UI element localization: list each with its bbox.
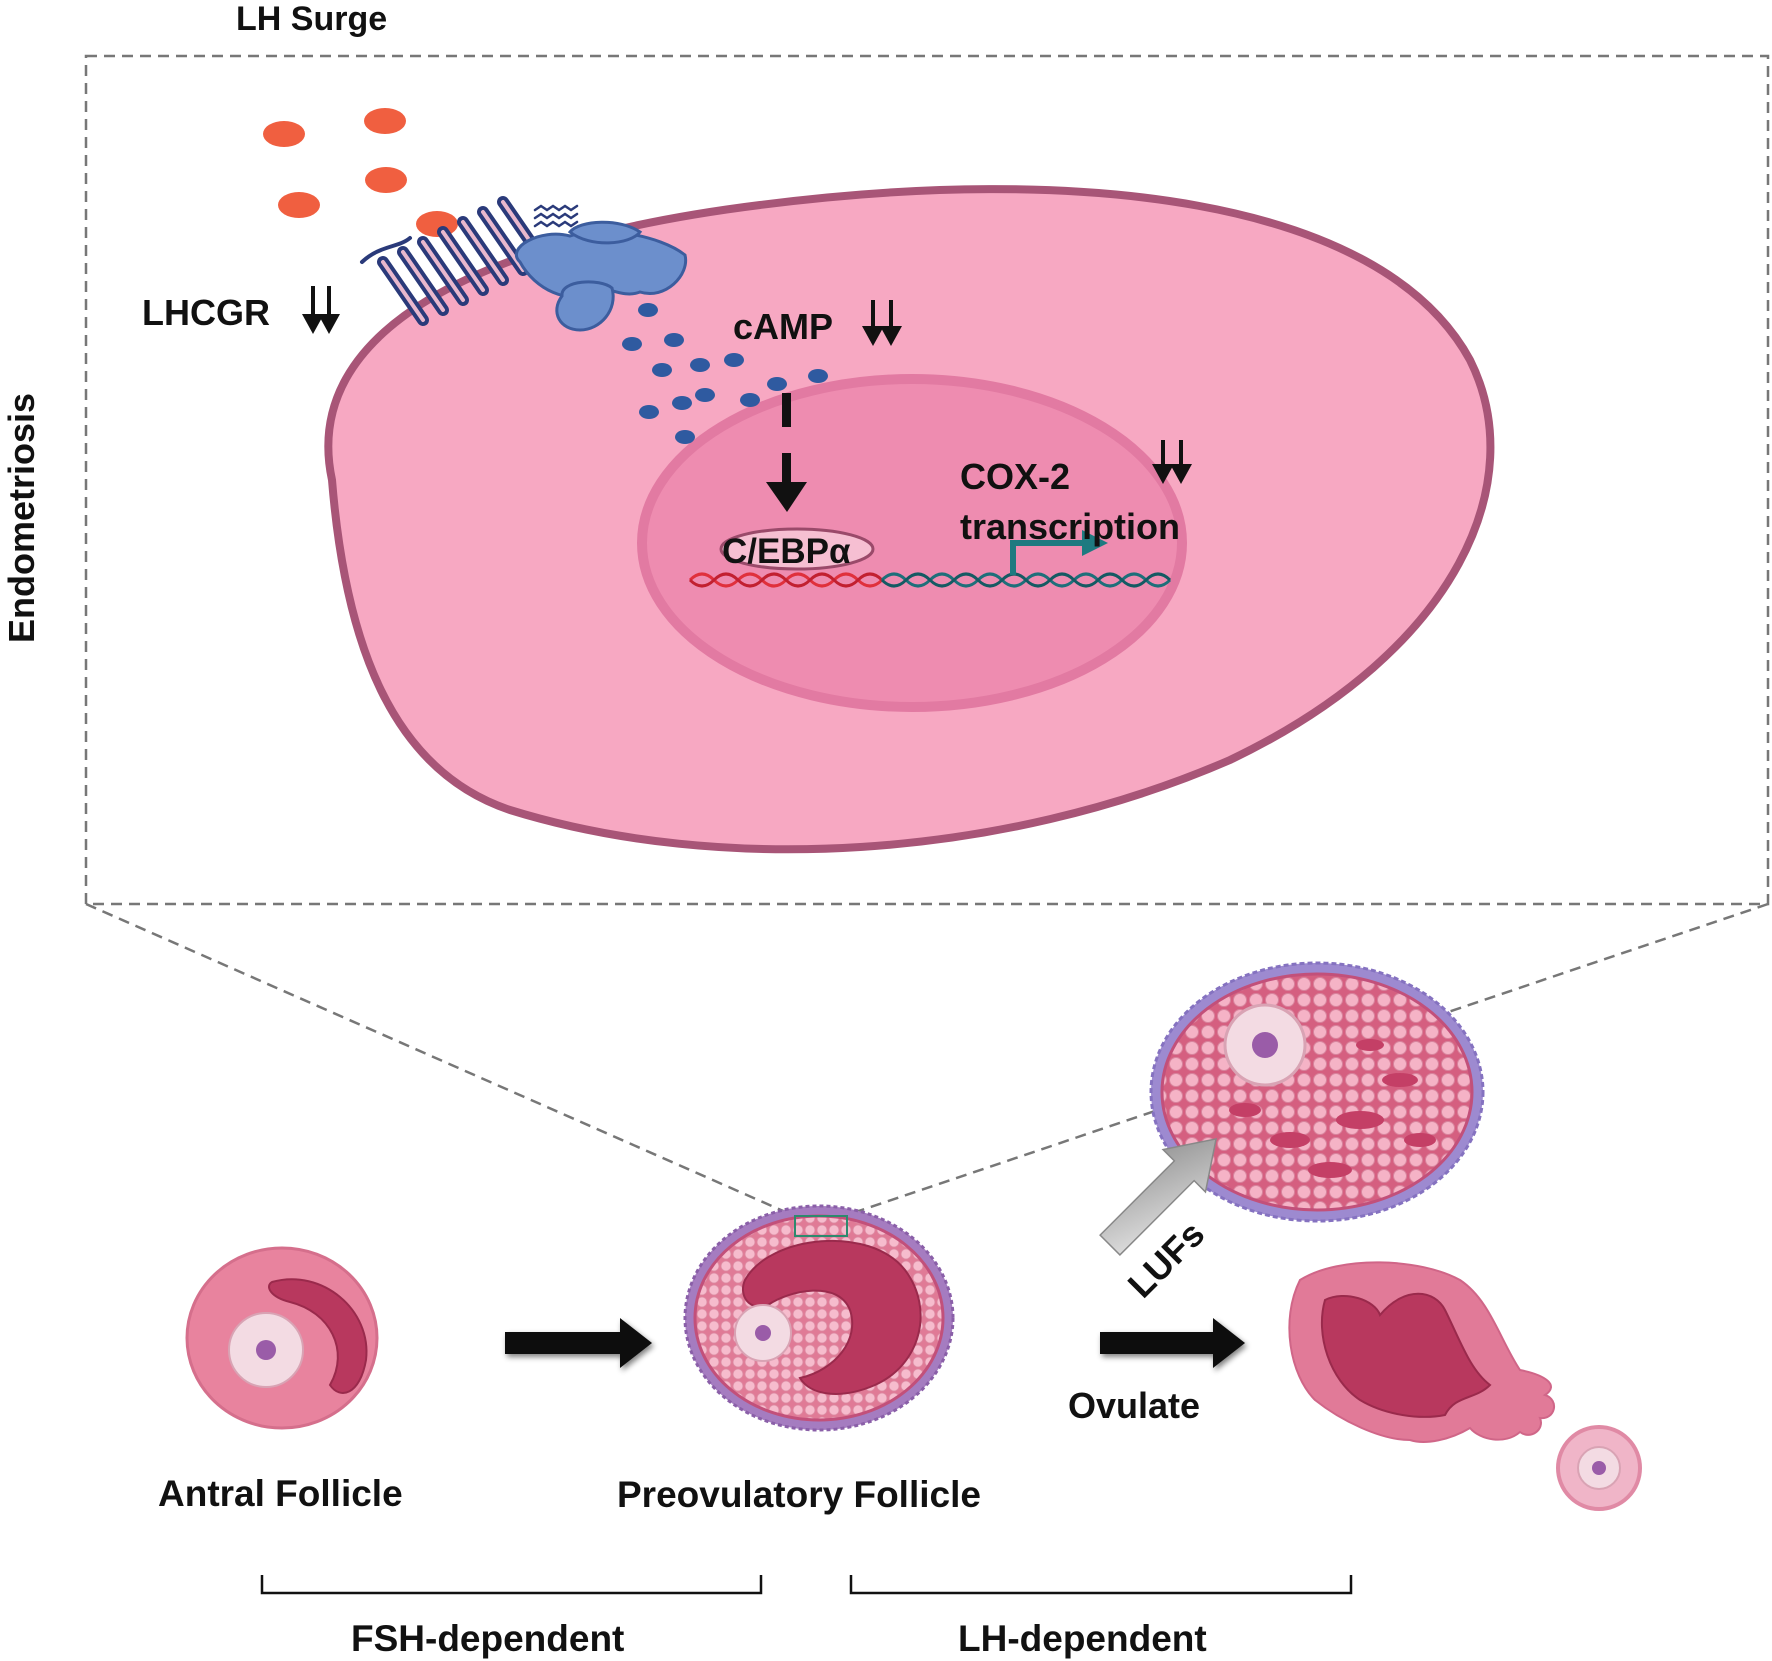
lufs-arrow-icon xyxy=(1099,1137,1218,1256)
cebp-label: C/EBPα xyxy=(722,532,851,571)
signal-arrow-icon xyxy=(766,393,807,512)
antral-follicle-label: Antral Follicle xyxy=(158,1473,403,1514)
fsh-dependent-bracket xyxy=(260,1575,763,1595)
ruptured-follicle-icon xyxy=(1288,1261,1555,1443)
camp-molecules xyxy=(622,303,828,444)
lhcgr-down-arrows-icon xyxy=(302,286,340,334)
antral-follicle-icon xyxy=(185,1246,379,1430)
camp-label: cAMP xyxy=(733,306,833,347)
arrow-ovulate-icon xyxy=(1100,1318,1245,1368)
g-protein-icon xyxy=(515,220,688,332)
arrow-antral-to-preovulatory-icon xyxy=(505,1318,652,1368)
preovulatory-follicle-label: Preovulatory Follicle xyxy=(617,1474,981,1515)
cox2-down-arrows-icon xyxy=(1152,440,1192,484)
dna-strand-icon xyxy=(688,572,1172,588)
released-oocyte-icon xyxy=(1556,1425,1642,1511)
nucleus xyxy=(637,374,1187,712)
inset-dashed-box xyxy=(84,54,1770,906)
lh-surge-label: LH Surge xyxy=(236,0,387,38)
ovulate-label: Ovulate xyxy=(1068,1385,1200,1426)
lhcgr-label: LHCGR xyxy=(142,292,270,333)
endometriosis-label: Endometriosis xyxy=(1,393,42,643)
preovulatory-follicle-icon xyxy=(683,1204,955,1432)
transcription-start-arrow-icon xyxy=(1010,530,1108,575)
camp-down-arrows-icon xyxy=(862,300,902,346)
fsh-dependent-label: FSH-dependent xyxy=(351,1618,624,1659)
lh-hormone-particles xyxy=(263,108,458,237)
luf-follicle-icon xyxy=(1149,961,1485,1223)
lhcgr-receptor-icon xyxy=(360,196,579,326)
lh-dependent-bracket xyxy=(849,1575,1353,1595)
lh-dependent-label: LH-dependent xyxy=(958,1618,1207,1659)
cox2-label: COX-2 xyxy=(960,456,1070,497)
transcription-label: transcription xyxy=(960,506,1180,547)
cebp-oval xyxy=(719,527,875,571)
zoom-line-left xyxy=(85,902,791,1216)
